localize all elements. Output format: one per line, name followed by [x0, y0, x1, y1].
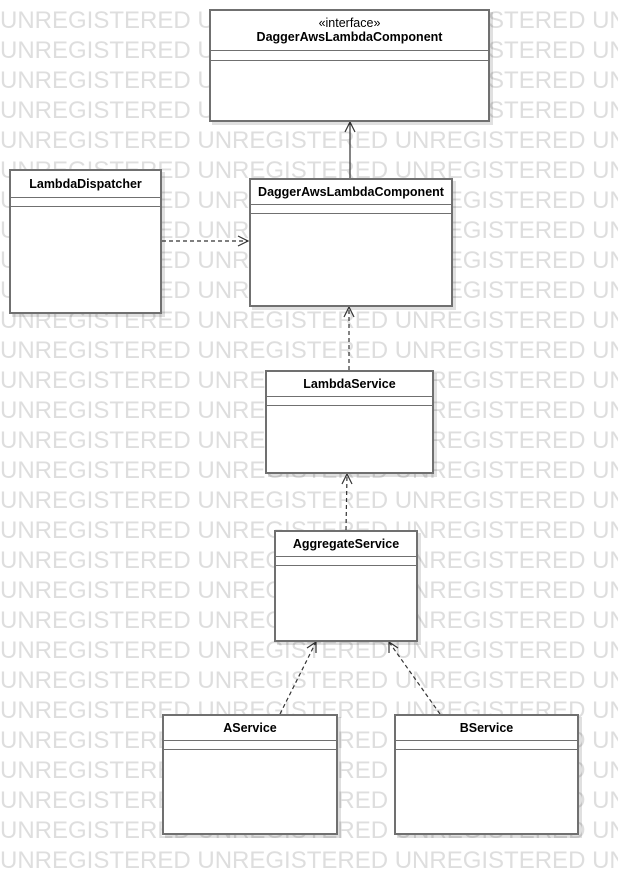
class-header: LambdaDispatcher: [11, 171, 160, 198]
class-box-bservice[interactable]: BService: [394, 714, 579, 835]
class-stereotype: «interface»: [318, 16, 381, 30]
class-name: AggregateService: [292, 536, 400, 551]
class-header: BService: [396, 716, 577, 741]
class-box-lambda-service[interactable]: LambdaService: [265, 370, 434, 474]
class-header: DaggerAwsLambdaComponent: [251, 180, 451, 205]
class-name: LambdaDispatcher: [29, 176, 142, 191]
class-attributes: [251, 205, 451, 214]
arrowhead: [344, 120, 356, 133]
class-name: BService: [459, 720, 514, 735]
relation-aservice-to-aggregate: [279, 641, 317, 715]
arrowhead: [388, 640, 399, 653]
class-attributes: [11, 198, 160, 207]
class-name: LambdaService: [303, 376, 396, 391]
arrowhead: [343, 305, 355, 318]
class-header: LambdaService: [267, 372, 432, 397]
class-box-component[interactable]: DaggerAwsLambdaComponent: [249, 178, 453, 307]
arrowhead: [237, 235, 250, 247]
class-attributes: [267, 397, 432, 406]
class-name: DaggerAwsLambdaComponent: [258, 184, 444, 199]
class-header: AggregateService: [276, 532, 416, 557]
class-box-lambda-dispatcher[interactable]: LambdaDispatcher: [9, 169, 162, 314]
class-attributes: [396, 741, 577, 750]
relation-aggregate-to-lambdaservice: [345, 473, 348, 531]
arrowhead: [341, 472, 353, 485]
class-header: AService: [164, 716, 336, 741]
class-attributes: [164, 741, 336, 750]
class-attributes: [211, 51, 488, 61]
class-name: AService: [223, 720, 277, 735]
class-box-aggregate-service[interactable]: AggregateService: [274, 530, 418, 642]
arrowhead: [306, 640, 317, 653]
class-box-aservice[interactable]: AService: [162, 714, 338, 835]
relation-bservice-to-aggregate: [388, 641, 441, 715]
class-box-interface[interactable]: «interface» DaggerAwsLambdaComponent: [209, 9, 490, 122]
class-name: DaggerAwsLambdaComponent: [256, 30, 443, 44]
class-attributes: [276, 557, 416, 566]
class-header: «interface» DaggerAwsLambdaComponent: [211, 11, 488, 51]
